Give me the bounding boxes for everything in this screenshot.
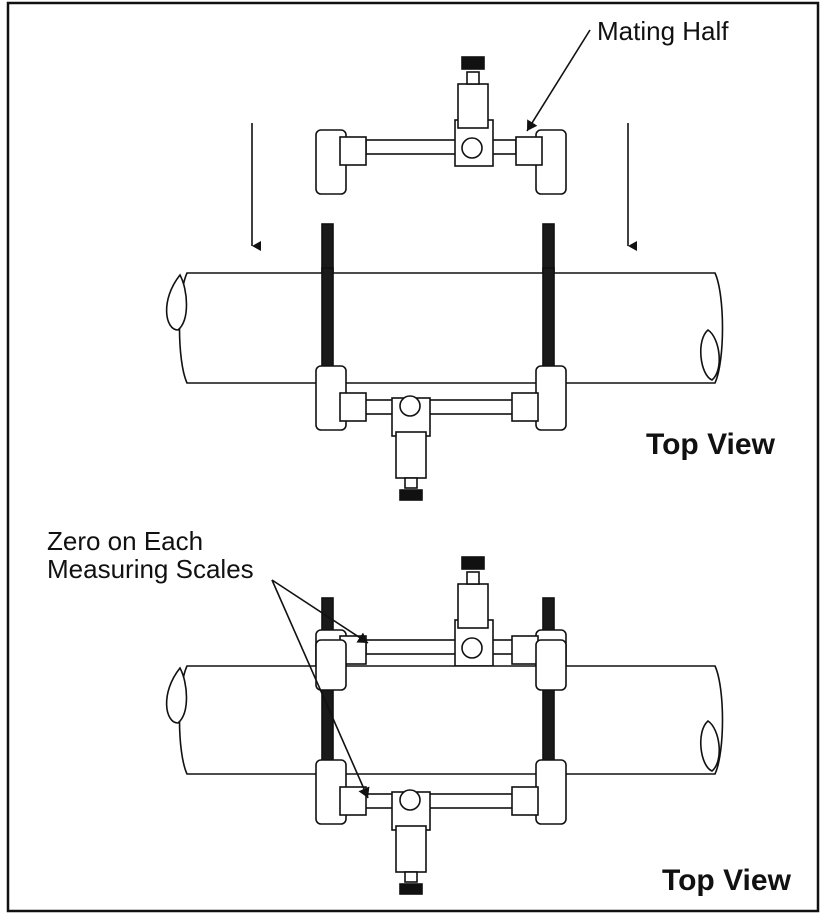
mating-half-label: Mating Half — [597, 16, 729, 46]
installed-half-clamp — [315, 365, 567, 501]
top-view-label-lower: Top View — [662, 864, 791, 897]
figure-border — [6, 1, 820, 913]
pipe-upper — [165, 272, 724, 384]
zero-label-line1: Zero on Each — [47, 526, 204, 556]
mating-half-pointer — [526, 29, 591, 132]
zero-pointer-lower — [271, 579, 370, 799]
zero-label-line2: Measuring Scales — [47, 554, 254, 584]
lower-clamp-mounted — [315, 759, 567, 895]
top-view-label-upper: Top View — [646, 428, 775, 461]
upper-assembly — [165, 29, 724, 501]
pipe-lower — [165, 665, 724, 775]
zero-pointer-upper — [271, 579, 369, 644]
zero-scales-label: Zero on Each Measuring Scales — [47, 527, 254, 583]
mating-half-clamp — [315, 56, 567, 195]
lower-assembly — [165, 556, 724, 895]
